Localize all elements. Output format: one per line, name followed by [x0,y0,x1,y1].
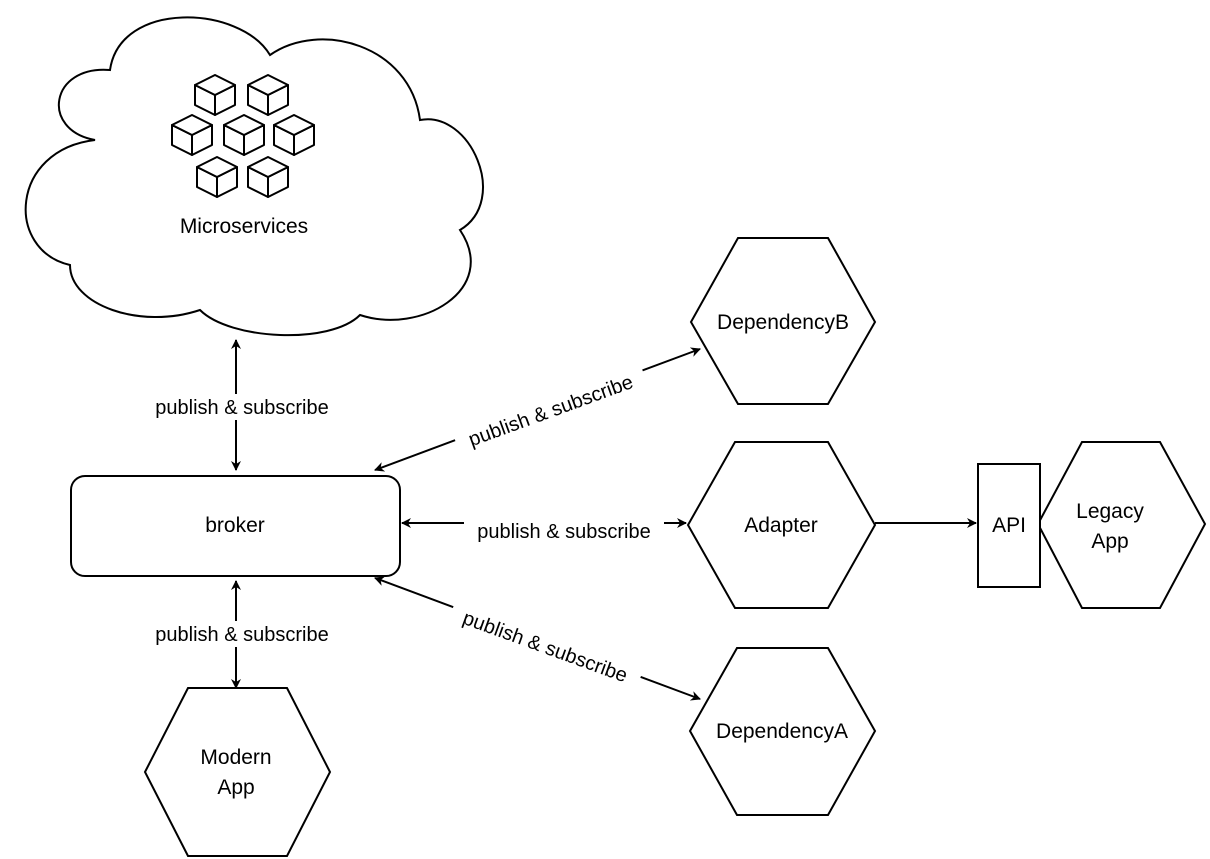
dependency-a-label: DependencyA [716,720,848,743]
legacy-app-node[interactable]: Legacy App [1036,441,1207,609]
cube-face [223,114,265,136]
broker-label: broker [205,514,265,537]
modern-app-label-line2: App [217,776,254,799]
edge-label-broker-dependency-b: publish & subscribe [466,371,637,451]
legacy-app-label-line2: App [1091,530,1128,553]
edge-label-broker-dependency-a: publish & subscribe [460,607,631,687]
cube-face [247,74,289,96]
cube-face [194,74,236,96]
dependency-b-label: DependencyB [717,311,849,334]
microservices-label: Microservices [180,215,308,238]
microservices-cubes-icon [171,74,315,198]
api-label: API [992,514,1026,537]
cube-face [196,156,238,178]
dependency-a-node[interactable]: DependencyA [688,647,877,816]
dependency-b-node[interactable]: DependencyB [689,237,877,405]
modern-app-node[interactable]: Modern App [143,687,332,857]
adapter-node[interactable]: Adapter [686,441,877,609]
cube-face [247,156,289,178]
edge-label-bg [446,599,644,693]
edge-label-broker-modern-app: publish & subscribe [155,624,328,646]
edge-label-bg [452,363,650,457]
legacy-app-label-line1: Legacy [1076,500,1144,523]
modern-app-label-line1: Modern [200,746,271,769]
broker-node[interactable]: broker [70,475,401,577]
cube-face [273,114,315,136]
api-node[interactable]: API [977,463,1041,588]
edge-label-bg [464,518,664,544]
adapter-label: Adapter [744,514,818,537]
edge-label-bg [142,394,342,420]
edge-label-bg [142,621,342,647]
edge-label-broker-microservices: publish & subscribe [155,397,328,419]
cube-face [171,114,213,136]
edge-label-broker-adapter: publish & subscribe [477,521,650,543]
